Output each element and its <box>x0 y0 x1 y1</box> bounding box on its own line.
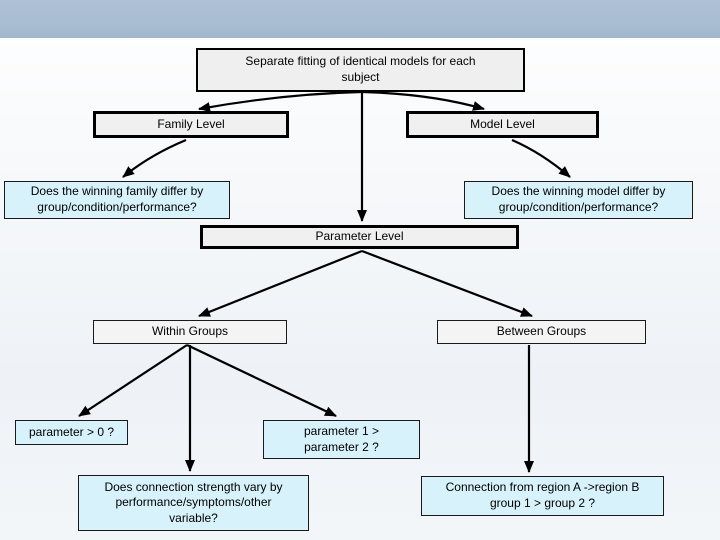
arrow-top-to-model-level <box>362 90 485 111</box>
node-model-question: Does the winning model differ by group/c… <box>464 181 693 219</box>
node-within-groups: Within Groups <box>93 320 287 344</box>
node-connection-region: Connection from region A ->region B grou… <box>421 476 664 516</box>
node-family-question: Does the winning family differ by group/… <box>4 181 230 219</box>
node-connection-strength: Does connection strength vary by perform… <box>78 475 309 531</box>
node-param1-gt-param2: parameter 1 > parameter 2 ? <box>263 420 420 459</box>
node-model-level-label: Model Level <box>470 116 535 131</box>
arrow-parameter-to-between-groups <box>361 249 533 318</box>
arrow-parameter-to-within-groups <box>198 249 363 318</box>
node-parameter-level: Parameter Level <box>200 225 519 249</box>
node-parameter-level-label: Parameter Level <box>315 229 404 244</box>
node-between-groups-label: Between Groups <box>496 324 587 339</box>
arrow-within-to-param-gt-zero <box>78 344 188 417</box>
node-param-gt-zero: parameter > 0 ? <box>15 420 128 445</box>
node-model-question-label: Does the winning model differ by group/c… <box>491 184 666 214</box>
node-param-gt-zero-label: parameter > 0 ? <box>28 424 115 439</box>
node-family-level-label: Family Level <box>157 116 225 131</box>
node-connection-strength-label: Does connection strength vary by perform… <box>104 479 283 525</box>
node-family-level: Family Level <box>93 111 289 138</box>
node-between-groups: Between Groups <box>437 320 646 344</box>
arrow-within-to-param1-gt-param2 <box>186 344 337 417</box>
arrow-top-to-family-level <box>198 90 362 112</box>
node-model-level: Model Level <box>406 111 599 138</box>
node-connection-region-label: Connection from region A ->region B grou… <box>445 480 640 510</box>
node-top-box-label: Separate fitting of identical models for… <box>245 54 476 84</box>
node-param1-gt-param2-label: parameter 1 > parameter 2 ? <box>303 423 380 454</box>
node-family-question-label: Does the winning family differ by group/… <box>30 184 204 214</box>
node-within-groups-label: Within Groups <box>151 324 229 339</box>
arrow-family-to-family-question <box>122 138 187 178</box>
node-top-box: Separate fitting of identical models for… <box>196 48 525 92</box>
slide-header-bar <box>0 0 720 38</box>
arrow-model-to-model-question <box>511 138 571 178</box>
